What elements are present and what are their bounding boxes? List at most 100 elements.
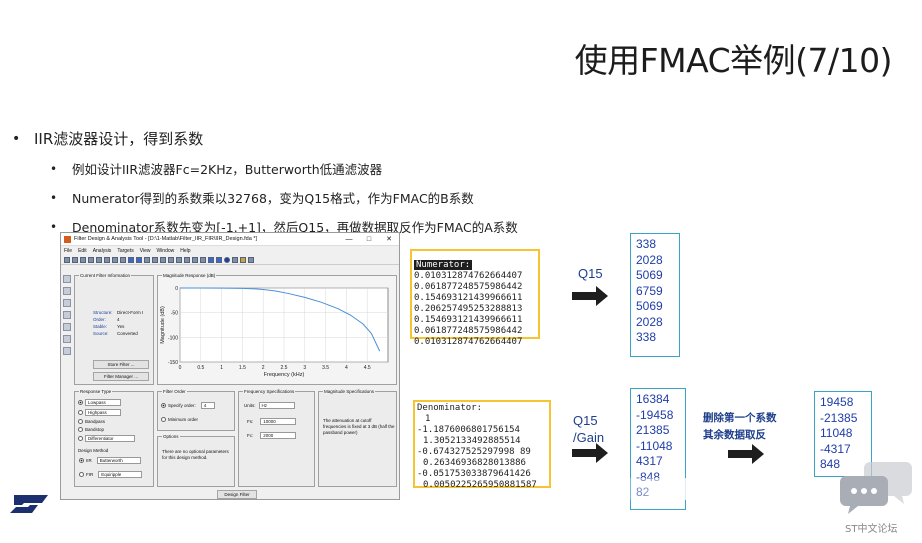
x-tick-label: 4.5 bbox=[364, 365, 371, 371]
step-icon[interactable] bbox=[192, 256, 198, 263]
slide-title: 使用FMAC举例(7/10) bbox=[574, 41, 893, 80]
menubar: File Edit Analysis Targets View Window H… bbox=[61, 246, 399, 255]
q15-gain-label: Q15 /Gain bbox=[573, 413, 605, 445]
x-tick-label: 2 bbox=[262, 365, 265, 371]
side-quantize-icon[interactable] bbox=[63, 287, 71, 295]
impulse-icon[interactable] bbox=[184, 256, 190, 263]
b-coefficient: 2028 bbox=[636, 252, 663, 267]
print-icon[interactable] bbox=[88, 256, 94, 263]
bullet-main: •IIR滤波器设计，得到系数 bbox=[12, 130, 204, 148]
x-tick-label: 3 bbox=[303, 365, 306, 371]
legend-icon[interactable] bbox=[240, 256, 246, 263]
maximize-button[interactable]: □ bbox=[366, 235, 372, 243]
minimize-button[interactable]: — bbox=[345, 235, 353, 243]
a-raw-coefficient: 4317 bbox=[636, 454, 663, 468]
phase-icon[interactable] bbox=[152, 256, 158, 263]
filter-info-icon[interactable] bbox=[216, 256, 222, 263]
b-coefficient: 5069 bbox=[636, 268, 663, 282]
pan-icon[interactable] bbox=[120, 256, 126, 263]
arrow-right-icon bbox=[572, 443, 608, 463]
numerator-header: Numerator: bbox=[414, 260, 473, 270]
menu-help[interactable]: Help bbox=[180, 247, 191, 254]
window-title: Filter Design & Analysis Tool - [D:\1-Ma… bbox=[74, 236, 257, 242]
fs-input[interactable]: 10000 bbox=[260, 418, 297, 425]
a-coefficient: -4317 bbox=[820, 441, 851, 456]
mag-phase-icon[interactable] bbox=[160, 256, 166, 263]
units-select[interactable]: Hz bbox=[258, 402, 295, 409]
group-delay-icon[interactable] bbox=[168, 256, 174, 263]
menu-targets[interactable]: Targets bbox=[117, 247, 134, 254]
order-input[interactable]: 4 bbox=[200, 402, 215, 409]
numerator-value: 0.206257495253288813 bbox=[414, 304, 523, 314]
radio-specify-order[interactable]: Specify order:4 bbox=[161, 402, 215, 409]
numerator-value: 0.061877248575986442 bbox=[414, 326, 523, 336]
a-raw-coefficient: 21385 bbox=[636, 423, 670, 437]
fc-row: Fc:2000 bbox=[247, 432, 297, 439]
zoom-out-icon[interactable] bbox=[112, 256, 118, 263]
arrow-right-icon bbox=[728, 444, 764, 464]
magnitude-spec-text: The attenuation at cutoff frequencies is… bbox=[323, 418, 395, 435]
x-tick-label: 0 bbox=[179, 365, 182, 371]
coefficients-icon[interactable] bbox=[208, 256, 214, 263]
fc-input[interactable]: 2000 bbox=[260, 432, 297, 439]
a-coefficient: 848 bbox=[820, 457, 841, 471]
side-realize-icon[interactable] bbox=[63, 299, 71, 307]
menu-analysis[interactable]: Analysis bbox=[92, 247, 112, 254]
full-view-icon[interactable] bbox=[128, 256, 134, 263]
radio-minimum-order[interactable]: Minimum order bbox=[161, 417, 198, 422]
radio-bandpass[interactable]: Bandpass bbox=[78, 419, 150, 424]
side-design-icon[interactable] bbox=[63, 347, 71, 355]
side-import-icon[interactable] bbox=[63, 311, 71, 319]
numerator-panel: Numerator: 0.010312874762664407 0.061877… bbox=[410, 249, 540, 347]
toolbar bbox=[61, 255, 399, 265]
side-pole-zero-icon[interactable] bbox=[63, 323, 71, 331]
menu-edit[interactable]: Edit bbox=[78, 247, 87, 254]
info-structure: Structure:Direct-Form I bbox=[93, 310, 144, 315]
a-coefficient-list: 19458 -21385 11048 -4317 848 bbox=[814, 391, 872, 477]
b-coefficient: 2028 bbox=[636, 314, 663, 329]
bullet-main-text: IIR滤波器设计，得到系数 bbox=[34, 130, 204, 148]
grid-icon[interactable] bbox=[232, 256, 238, 263]
info-order: Order:4 bbox=[93, 317, 120, 322]
radio-highpass[interactable]: Highpass bbox=[78, 409, 150, 416]
radio-lowpass[interactable]: Lowpass bbox=[78, 399, 150, 406]
whats-this-icon[interactable] bbox=[248, 256, 254, 263]
menu-window[interactable]: Window bbox=[156, 247, 175, 254]
magnitude-icon[interactable] bbox=[144, 256, 150, 263]
zoom-in-icon[interactable] bbox=[104, 256, 110, 263]
x-tick-label: 0.5 bbox=[197, 365, 204, 371]
design-filter-button[interactable]: Design Filter bbox=[217, 490, 257, 499]
y-axis-label: Magnitude (dB) bbox=[160, 306, 166, 344]
save-icon[interactable] bbox=[80, 256, 86, 263]
arrow-right-icon bbox=[572, 286, 608, 306]
filter-manager-button[interactable]: Filter Manager ... bbox=[93, 372, 149, 381]
x-tick-label: 2.5 bbox=[281, 365, 288, 371]
new-icon[interactable] bbox=[64, 256, 70, 263]
side-transform-icon[interactable] bbox=[63, 275, 71, 283]
open-icon[interactable] bbox=[72, 256, 78, 263]
matlab-icon bbox=[64, 235, 71, 243]
filter-specs-icon[interactable] bbox=[136, 256, 142, 263]
denominator-value: 0.0050225265950881587 bbox=[423, 480, 537, 490]
pole-zero-icon[interactable] bbox=[200, 256, 206, 263]
menu-view[interactable]: View bbox=[139, 247, 151, 254]
print-preview-icon[interactable] bbox=[96, 256, 102, 263]
denominator-header: Denominator: bbox=[417, 403, 483, 413]
radio-differentiator[interactable]: Differentiator bbox=[78, 435, 150, 442]
close-button[interactable]: ✕ bbox=[386, 236, 392, 243]
magnitude-spec-panel: Magnitude Specifications The attenuation… bbox=[318, 389, 397, 487]
menu-file[interactable]: File bbox=[64, 247, 73, 254]
store-filter-button[interactable]: Store Filter ... bbox=[93, 360, 149, 369]
numerator-value: 0.154693121439966611 bbox=[414, 315, 523, 325]
info-icon[interactable] bbox=[224, 256, 230, 263]
x-tick-label: 4 bbox=[345, 365, 348, 371]
radio-bandstop[interactable]: Bandstop bbox=[78, 427, 150, 432]
y-tick-label: 0 bbox=[175, 286, 178, 292]
units-row: Units:Hz bbox=[244, 402, 295, 409]
phase-delay-icon[interactable] bbox=[176, 256, 182, 263]
frequency-spec-panel: Frequency Specifications Units:Hz Fs:100… bbox=[238, 389, 315, 487]
info-source: Source:Converted bbox=[93, 331, 138, 336]
side-multirate-icon[interactable] bbox=[63, 335, 71, 343]
